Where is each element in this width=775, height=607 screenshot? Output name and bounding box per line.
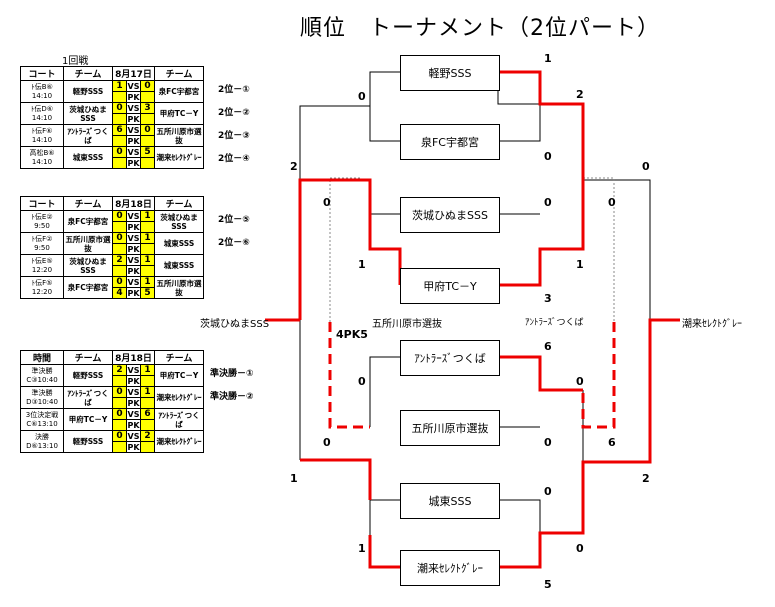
score: 0 xyxy=(544,196,552,209)
score: 3 xyxy=(544,292,552,305)
pk-cell xyxy=(112,441,127,453)
team-box: 泉FC宇都宮 xyxy=(400,124,500,160)
team-cell: 潮来ｾﾚｸﾄｸﾞﾚｰ xyxy=(154,430,204,453)
team-box: 城東SSS xyxy=(400,483,500,519)
left-side-team: 茨城ひぬまSSS xyxy=(200,319,270,330)
team-box: 潮来ｾﾚｸﾄｸﾞﾚｰ xyxy=(400,550,500,586)
score: 1 xyxy=(358,542,366,555)
score: 1 xyxy=(576,258,584,271)
score: 1 xyxy=(358,258,366,271)
pk-note: 4PK5 xyxy=(336,328,368,341)
pk-cell xyxy=(140,157,155,169)
team-cell: 茨城ひぬまSSS xyxy=(63,254,113,277)
third-right-team: ｱﾝﾄﾗｰｽﾞつくば xyxy=(525,318,584,328)
team-box: 五所川原市選抜 xyxy=(400,410,500,446)
line-d xyxy=(369,499,400,535)
destination-label: 2位－④ xyxy=(218,154,250,164)
score: 0 xyxy=(544,150,552,163)
score: 0 xyxy=(642,160,650,173)
team-box: 軽野SSS xyxy=(400,55,500,91)
score: 0 xyxy=(358,375,366,388)
destination-label: 2位－② xyxy=(218,108,250,118)
round-label: 1回戦 xyxy=(62,56,89,67)
team-cell: 五所川原市選抜 xyxy=(154,276,204,299)
line-outer-top xyxy=(299,105,370,180)
destination-label: 準決勝－② xyxy=(210,392,254,402)
win-a xyxy=(498,70,585,180)
team-box: ｱﾝﾄﾗｰｽﾞつくば xyxy=(400,340,500,376)
score: 6 xyxy=(544,340,552,353)
destination-label: 2位－⑥ xyxy=(218,238,250,248)
win-d xyxy=(368,535,400,569)
score: 1 xyxy=(290,472,298,485)
score: 0 xyxy=(544,436,552,449)
destination-label: 2位－⑤ xyxy=(218,215,250,225)
score: 1 xyxy=(544,52,552,65)
score: 5 xyxy=(544,578,552,591)
win-d2 xyxy=(498,318,680,569)
table-row: PK xyxy=(21,441,204,453)
score: 0 xyxy=(576,375,584,388)
table-row: PK xyxy=(21,157,204,169)
score: 0 xyxy=(323,196,331,209)
win-b2 xyxy=(498,180,585,287)
table-row: PK xyxy=(21,221,204,233)
score: 0 xyxy=(608,196,616,209)
third-win-left xyxy=(328,322,370,429)
table-row: PK xyxy=(21,243,204,255)
score: 2 xyxy=(290,160,298,173)
line-d2 xyxy=(498,499,541,533)
score: 2 xyxy=(576,88,584,101)
score: 0 xyxy=(576,542,584,555)
destination-label: 2位－① xyxy=(218,85,250,95)
score: 6 xyxy=(608,436,616,449)
third-left-team: 五所川原市選抜 xyxy=(372,319,442,330)
win-b xyxy=(368,214,402,285)
line-outer-top-r xyxy=(582,104,651,320)
score-cell: 2 xyxy=(140,430,155,442)
win-c xyxy=(498,355,583,392)
win-left xyxy=(298,178,372,320)
third-win-right xyxy=(581,322,616,429)
pk-cell xyxy=(140,441,155,453)
pk-cell: 5 xyxy=(140,287,155,299)
team-cell: 潮来ｾﾚｸﾄｸﾞﾚｰ xyxy=(154,146,204,169)
right-side-team: 潮来ｾﾚｸﾄｸﾞﾚｰ xyxy=(682,319,742,330)
line-a2 xyxy=(497,72,541,142)
table-row: PK xyxy=(21,397,204,409)
score: 0 xyxy=(358,90,366,103)
score: 0 xyxy=(323,436,331,449)
pk-cell xyxy=(140,243,155,255)
team-cell: 泉FC宇都宮 xyxy=(63,276,113,299)
team-box: 茨城ひぬまSSS xyxy=(400,197,500,233)
third-line-left xyxy=(329,177,360,322)
score: 2 xyxy=(642,472,650,485)
team-box: 甲府TC－Y xyxy=(400,268,500,304)
line-c xyxy=(369,356,400,427)
score: 0 xyxy=(544,485,552,498)
line-lower-outer xyxy=(582,390,650,463)
destination-label: 準決勝－① xyxy=(210,369,254,379)
page-title: 順位 トーナメント（2位パート） xyxy=(300,16,660,41)
win-outer-bottom xyxy=(300,458,372,500)
destination-label: 2位－③ xyxy=(218,131,250,141)
line-a xyxy=(369,71,400,142)
line-b xyxy=(369,213,400,249)
